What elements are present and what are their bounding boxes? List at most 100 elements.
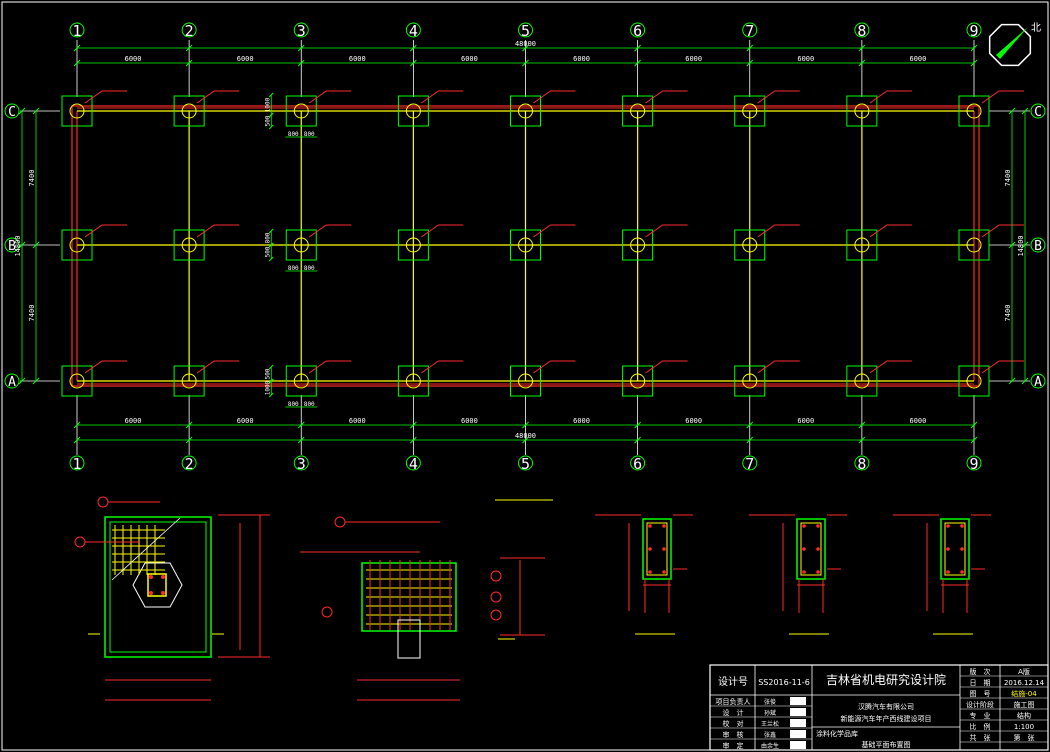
dim-tick [634, 436, 641, 444]
footing-pad [397, 229, 429, 261]
rebar-dot [662, 570, 666, 574]
rebar-dot [816, 524, 820, 528]
tb-field-label: 设计阶段 [966, 700, 994, 709]
outer-beam [71, 105, 980, 387]
dim-tick [1008, 377, 1016, 385]
axis-bubble [69, 22, 85, 38]
tb-institute: 吉林省机电研究设计院 [826, 672, 946, 687]
tb-signature [790, 730, 806, 738]
rebar-dot [960, 570, 964, 574]
title-block-frame [709, 664, 1049, 751]
footing-leader [84, 90, 127, 104]
dim-bay-top: 6000 [349, 55, 366, 63]
tb-field-value: A版 [1018, 667, 1030, 676]
dim-bay-top: 6000 [237, 55, 254, 63]
detail1-hex [132, 562, 183, 608]
axis-label-x: 5 [521, 22, 530, 40]
rebar-dot [960, 547, 964, 551]
dim-tick [970, 436, 978, 444]
footing-pad [846, 95, 878, 127]
footing-pad [61, 365, 93, 397]
dim-tick [634, 421, 641, 429]
footing-pad [958, 365, 990, 397]
rebar-dot [802, 570, 806, 574]
north-arrow: 北 [988, 22, 1041, 67]
detail-sections [74, 496, 991, 701]
north-label: 北 [1031, 22, 1041, 34]
column-circle [181, 373, 197, 389]
dim-tick [73, 44, 81, 52]
dim-tick [32, 377, 40, 385]
dim-tick [185, 44, 193, 52]
column-section-stirrup [646, 522, 668, 576]
tb-role-name: 由余生 [761, 742, 779, 750]
tb-role-label: 项目负责人 [716, 697, 751, 706]
dim-tick [297, 44, 305, 52]
dim-bay-bottom: 6000 [125, 417, 142, 425]
footing-pad [734, 365, 766, 397]
axis-bubble [1030, 373, 1046, 389]
axis-label-y: A [1034, 375, 1042, 390]
footing-pad [397, 95, 429, 127]
tb-field-label: 共 张 [970, 733, 991, 742]
dim-tick [32, 107, 40, 115]
dim-tick [268, 392, 274, 398]
tb-signature [790, 708, 806, 716]
callout [334, 516, 346, 528]
axis-label-x: 3 [297, 22, 306, 40]
dim-tick [268, 112, 274, 118]
axis-label-x: 4 [409, 455, 418, 473]
axis-label-x: 9 [969, 22, 978, 40]
dim-pair-right: 800 [304, 131, 315, 138]
column-section-outline [796, 518, 826, 580]
callout [490, 570, 502, 582]
dim-tick [746, 44, 754, 52]
dim-bay-bottom: 6000 [573, 417, 590, 425]
footing-leader [757, 360, 800, 374]
axis-label-x: 9 [969, 455, 978, 473]
dim-tick [522, 421, 529, 429]
dim-tick [1021, 107, 1029, 115]
dim-bay-bottom: 6000 [461, 417, 478, 425]
north-pointer [996, 27, 1028, 59]
footing-leader [981, 224, 1024, 238]
tb-signature [790, 719, 806, 727]
axis-bubble [405, 455, 421, 471]
column-circle [630, 103, 646, 119]
axis-bubble [854, 22, 870, 38]
column-circle [742, 103, 758, 119]
footing-leader [757, 224, 800, 238]
footing-leader [308, 90, 352, 104]
tb-field-value: 1:100 [1014, 723, 1034, 731]
dim-tick [18, 241, 26, 249]
footing-pad [622, 229, 654, 261]
dim-tick [410, 421, 417, 429]
rebar-dot [648, 570, 652, 574]
tb-role-label: 审 定 [723, 741, 744, 750]
rebar-dot [161, 575, 165, 579]
dim-tick [268, 378, 274, 384]
rebar-dot [648, 547, 652, 551]
footing-leader [196, 360, 240, 374]
dim-total-width: 14800 [14, 235, 22, 256]
column-circle [854, 237, 870, 253]
column-circle [181, 237, 197, 253]
tb-client: 汉腾汽车有限公司 [858, 702, 914, 711]
rebar-dot [946, 547, 950, 551]
column-circle [69, 373, 85, 389]
dim-span: 7400 [1004, 170, 1012, 187]
rebar-dot [161, 591, 165, 595]
footing-leader [196, 224, 240, 238]
footing-leader [84, 360, 127, 374]
footing-leader [645, 360, 688, 374]
axis-bubble [966, 455, 982, 471]
footing-leader [308, 360, 352, 374]
axis-bubble [742, 22, 758, 38]
tb-field-label: 版 次 [970, 667, 991, 676]
dim-tick [1021, 241, 1029, 249]
dim-total-bottom: 48000 [515, 432, 536, 440]
footing-leader [196, 90, 240, 104]
tb-field-label: 图 号 [970, 690, 991, 698]
